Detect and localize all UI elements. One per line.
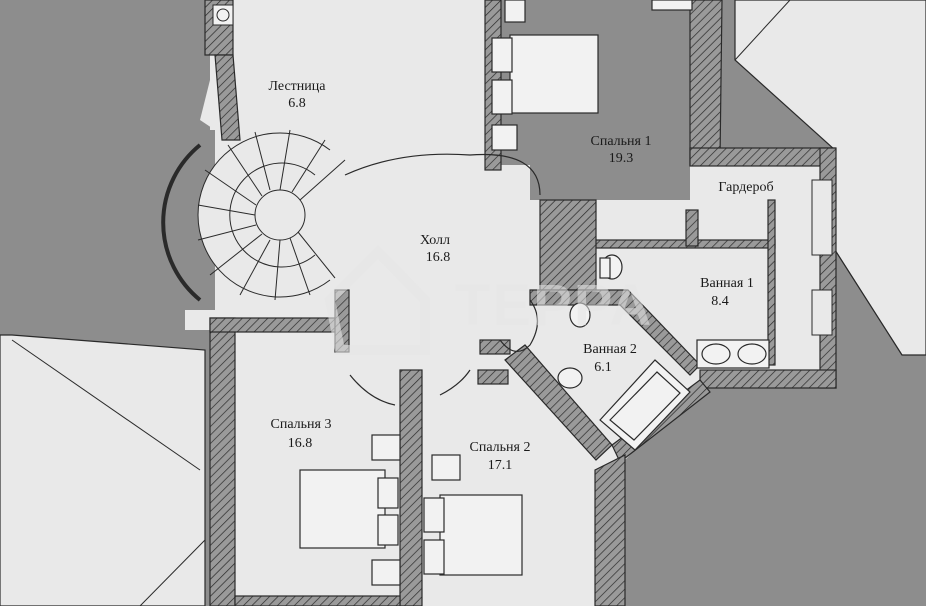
room-label-hall: Холл	[420, 233, 450, 248]
room-area-stairs: 6.8	[288, 96, 306, 111]
terra-watermark: ТЕРРА	[324, 244, 653, 355]
bed-bedroom-3	[299, 434, 401, 586]
room-label-bath-1: Ванная 1	[700, 276, 754, 291]
bed-bedroom-1	[491, 0, 693, 151]
room-label-wardrobe: Гардероб	[718, 180, 773, 195]
bed-bedroom-2	[423, 454, 523, 576]
room-label-bath-2: Ванная 2	[583, 342, 637, 357]
tower-window	[212, 4, 234, 26]
room-label-bedroom-2: Спальня 2	[470, 440, 531, 455]
room-area-bath-2: 6.1	[594, 360, 612, 375]
room-area-bath-1: 8.4	[711, 294, 729, 309]
room-label-stairs: Лестница	[269, 79, 327, 94]
roof-left	[0, 334, 206, 606]
watermark-text: ТЕРРА	[455, 273, 653, 338]
room-area-bedroom-1: 19.3	[609, 151, 634, 166]
room-area-bedroom-2: 17.1	[488, 458, 513, 473]
spiral-staircase	[161, 129, 346, 302]
bath-fixtures	[557, 254, 770, 451]
right-windows	[811, 179, 833, 336]
room-label-bedroom-3: Спальня 3	[271, 417, 332, 432]
room-labels: Лестница 6.8 Спальня 1 19.3 Гардероб Хол…	[269, 79, 774, 473]
room-area-bedroom-3: 16.8	[288, 436, 313, 451]
room-area-hall: 16.8	[426, 250, 451, 265]
room-label-bedroom-1: Спальня 1	[591, 134, 652, 149]
hall-outline	[344, 153, 541, 406]
